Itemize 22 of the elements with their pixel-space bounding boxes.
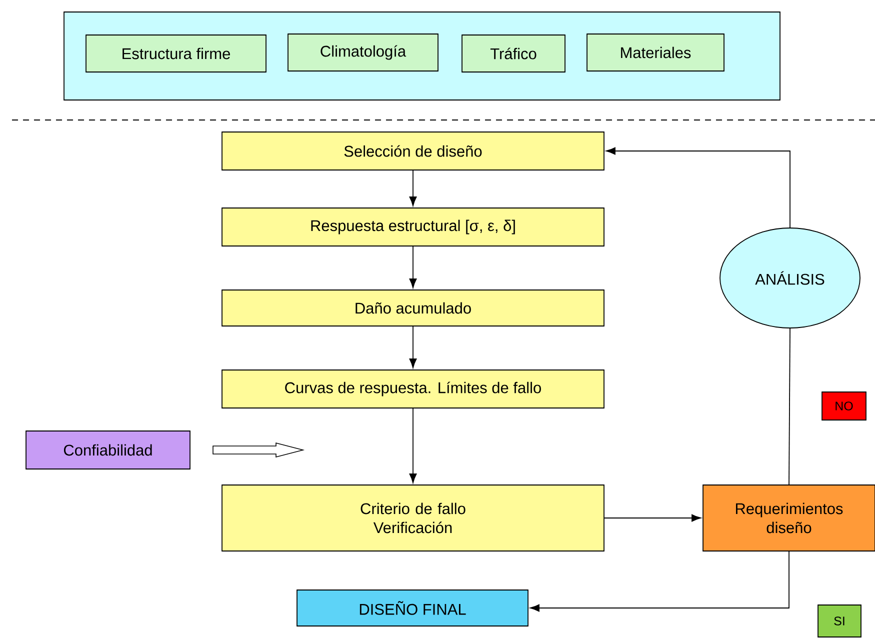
input-box: Materiales: [586, 34, 724, 72]
input-box: Estructura firme: [86, 34, 266, 72]
process-box: Criterio de fallo Verificación: [222, 484, 604, 552]
arrow: [409, 326, 417, 368]
process-box: Respuesta estructural [σ, ε, δ]: [222, 208, 604, 246]
input-box: Tráfico: [462, 34, 566, 72]
arrow: [409, 246, 417, 288]
no-label-box: NO: [822, 392, 866, 420]
final-design-box: DISEÑO FINAL: [296, 590, 528, 626]
arrow: [409, 408, 417, 484]
input-box: Climatología: [288, 34, 438, 72]
arrow: [530, 551, 790, 612]
process-box: Curvas de respuesta. Límites de fallo: [222, 370, 604, 408]
arrow: [409, 170, 417, 206]
process-box: Selección de diseño: [222, 132, 604, 170]
block-arrow: [212, 442, 305, 458]
process-box: Daño acumulado: [222, 290, 604, 326]
yes-label-box: SI: [818, 604, 862, 638]
arrow: [606, 147, 790, 228]
reliability-box: Confiabilidad: [26, 430, 190, 470]
requirements-box: Requerimientos diseño: [702, 484, 875, 552]
arrow: [604, 514, 702, 522]
